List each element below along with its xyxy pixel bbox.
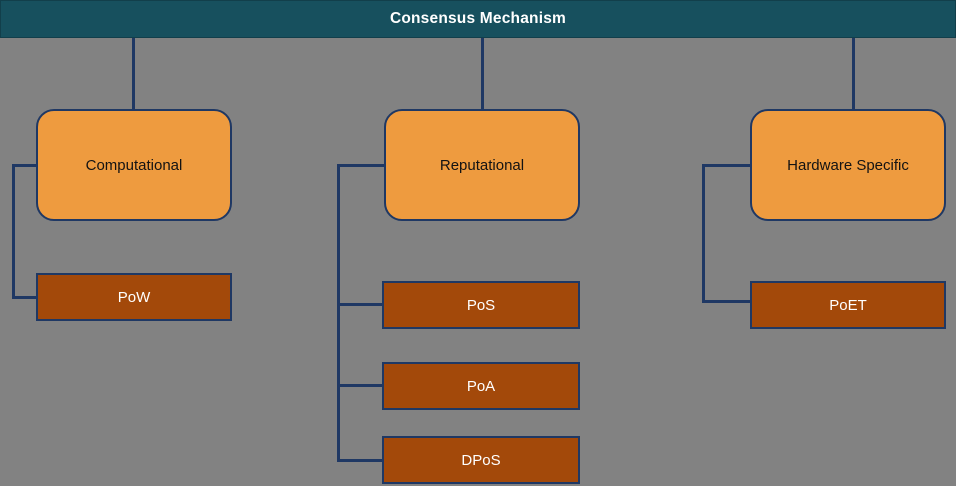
leaf-label-pow: PoW bbox=[117, 288, 151, 306]
connector-reputational-trunk bbox=[337, 164, 340, 462]
diagram-root-node: Consensus Mechanism bbox=[0, 0, 956, 38]
connector-hardware-specific-trunk bbox=[702, 164, 705, 303]
connector-hardware-specific-stub bbox=[702, 164, 752, 167]
connector-hardware-specific-to-poet bbox=[702, 300, 752, 303]
leaf-label-poet: PoET bbox=[829, 296, 867, 314]
leaf-label-dpos: DPoS bbox=[461, 451, 501, 469]
connector-reputational-to-poa bbox=[337, 384, 383, 387]
category-label-computational: Computational bbox=[85, 156, 183, 174]
connector-reputational-to-pos bbox=[337, 303, 383, 306]
category-box-computational[interactable]: Computational bbox=[36, 109, 232, 221]
leaf-label-pos: PoS bbox=[466, 296, 496, 314]
category-label-hardware-specific: Hardware Specific bbox=[787, 156, 909, 174]
leaf-box-poa[interactable]: PoA bbox=[382, 362, 580, 410]
category-box-reputational[interactable]: Reputational bbox=[384, 109, 580, 221]
leaf-label-poa: PoA bbox=[466, 377, 496, 395]
leaf-box-pos[interactable]: PoS bbox=[382, 281, 580, 329]
leaf-box-poet[interactable]: PoET bbox=[750, 281, 946, 329]
leaf-box-dpos[interactable]: DPoS bbox=[382, 436, 580, 484]
connector-computational-to-pow bbox=[12, 296, 38, 299]
leaf-box-pow[interactable]: PoW bbox=[36, 273, 232, 321]
connector-root-to-computational bbox=[132, 38, 135, 110]
connector-computational-trunk bbox=[12, 164, 15, 299]
connector-computational-stub bbox=[12, 164, 38, 167]
page-title: Consensus Mechanism bbox=[389, 10, 567, 27]
category-box-hardware-specific[interactable]: Hardware Specific bbox=[750, 109, 946, 221]
connector-reputational-to-dpos bbox=[337, 459, 383, 462]
connector-root-to-reputational bbox=[481, 38, 484, 110]
connector-reputational-stub bbox=[337, 164, 385, 167]
connector-root-to-hardware-specific bbox=[852, 38, 855, 110]
category-label-reputational: Reputational bbox=[439, 156, 525, 174]
